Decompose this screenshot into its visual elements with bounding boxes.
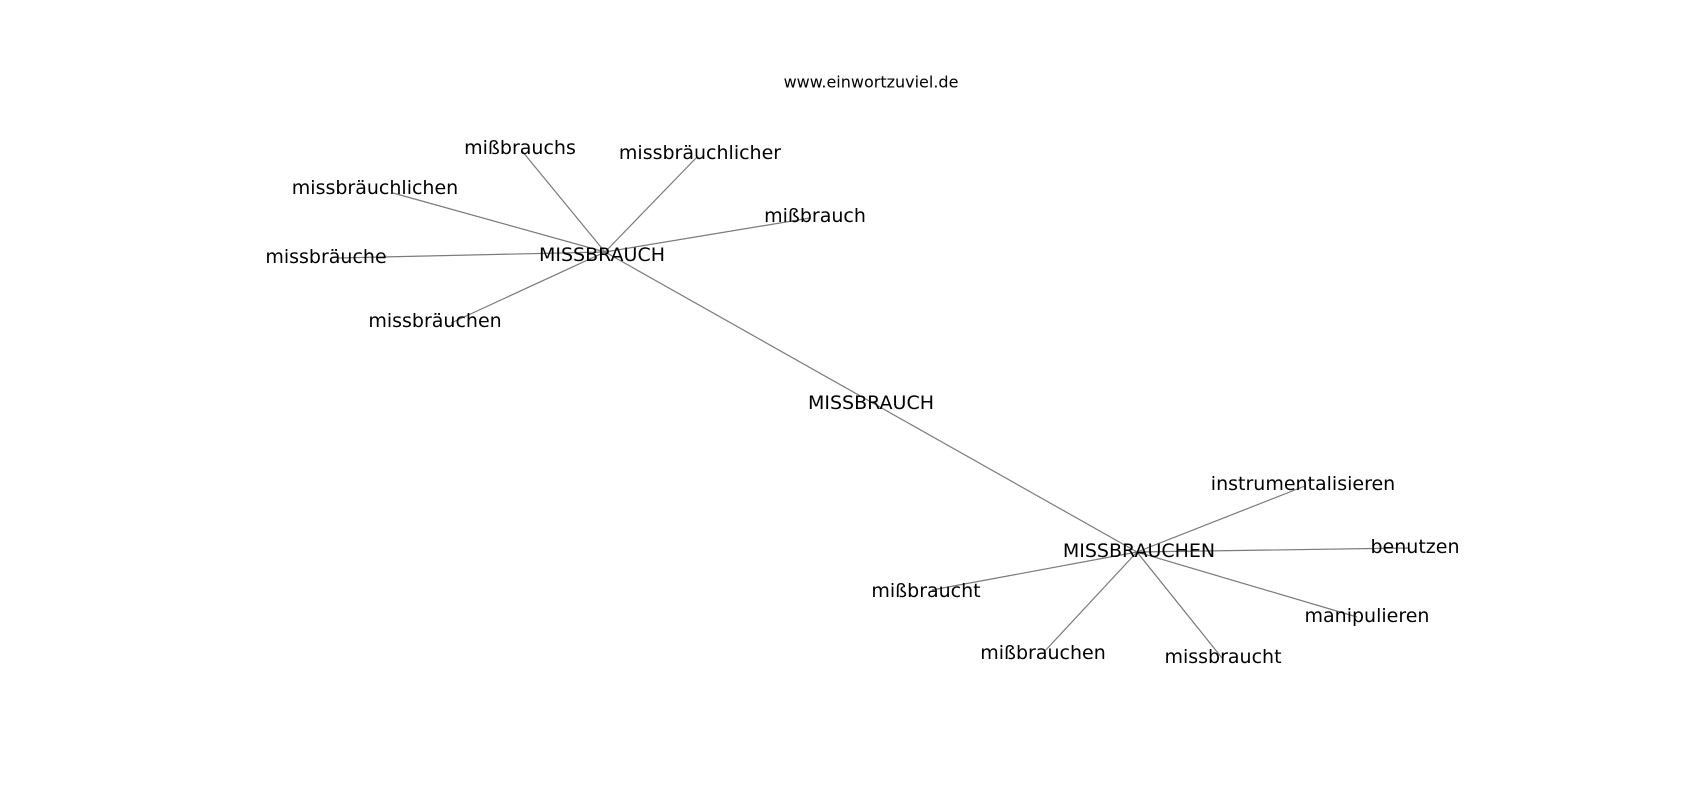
edge-layer xyxy=(337,150,1410,659)
edge-hub1-n_missbrauchs xyxy=(521,150,606,253)
node-label-n_missbraeuchlichen: missbräuchlichen xyxy=(292,177,458,199)
node-label-n_missbraeuchen: missbräuchen xyxy=(368,310,501,332)
edge-hub2-n_missbraucht xyxy=(1136,551,1223,659)
node-label-hub2: MISSBRAUCHEN xyxy=(1063,540,1215,562)
node-label-n_missbrauch_sz: mißbrauch xyxy=(764,205,866,227)
edge-hub2-n_missbrauchen_sz xyxy=(1043,551,1138,653)
node-label-n_missbraeuche: missbräuche xyxy=(265,246,386,268)
node-label-n_missbrauchs: mißbrauchs xyxy=(464,137,576,159)
edge-hub1-n_missbraeuchlicher xyxy=(604,156,698,253)
node-label-n_missbraucht: missbraucht xyxy=(1164,646,1281,668)
node-label-n_missbrauchen_sz: mißbrauchen xyxy=(980,642,1106,664)
edge-hub2-n_manipulieren xyxy=(1136,551,1358,618)
node-label-n_benutzen: benutzen xyxy=(1371,536,1460,558)
node-label-layer: MISSBRAUCH MISSBRAUCH MISSBRAUCHEN mißbrauc… xyxy=(265,137,1459,668)
node-label-n_instrumentalisieren: instrumentalisieren xyxy=(1211,473,1395,495)
node-label-n_missbraeuchlicher: missbräuchlicher xyxy=(619,142,781,164)
edge-hub1-n_missbraeuchen xyxy=(450,251,606,324)
edge-hub1-n_missbraeuchlichen xyxy=(392,192,606,253)
node-label-n_manipulieren: manipulieren xyxy=(1305,605,1430,627)
node-label-center: MISSBRAUCH xyxy=(808,392,934,414)
edge-hub2-n_missbraucht_sz xyxy=(931,551,1138,591)
node-label-n_missbraucht_sz: mißbraucht xyxy=(871,580,980,602)
source-caption: www.einwortzuviel.de xyxy=(784,73,959,92)
edge-hub2-n_benutzen xyxy=(1136,547,1410,553)
node-label-hub1: MISSBRAUCH xyxy=(539,244,665,266)
edge-hub1-hub2 xyxy=(604,251,1138,553)
edge-hub2-n_instrumentalisieren xyxy=(1136,485,1306,553)
edge-hub1-n_missbrauch_sz xyxy=(604,217,811,253)
edge-hub1-n_missbraeuche xyxy=(337,251,606,259)
